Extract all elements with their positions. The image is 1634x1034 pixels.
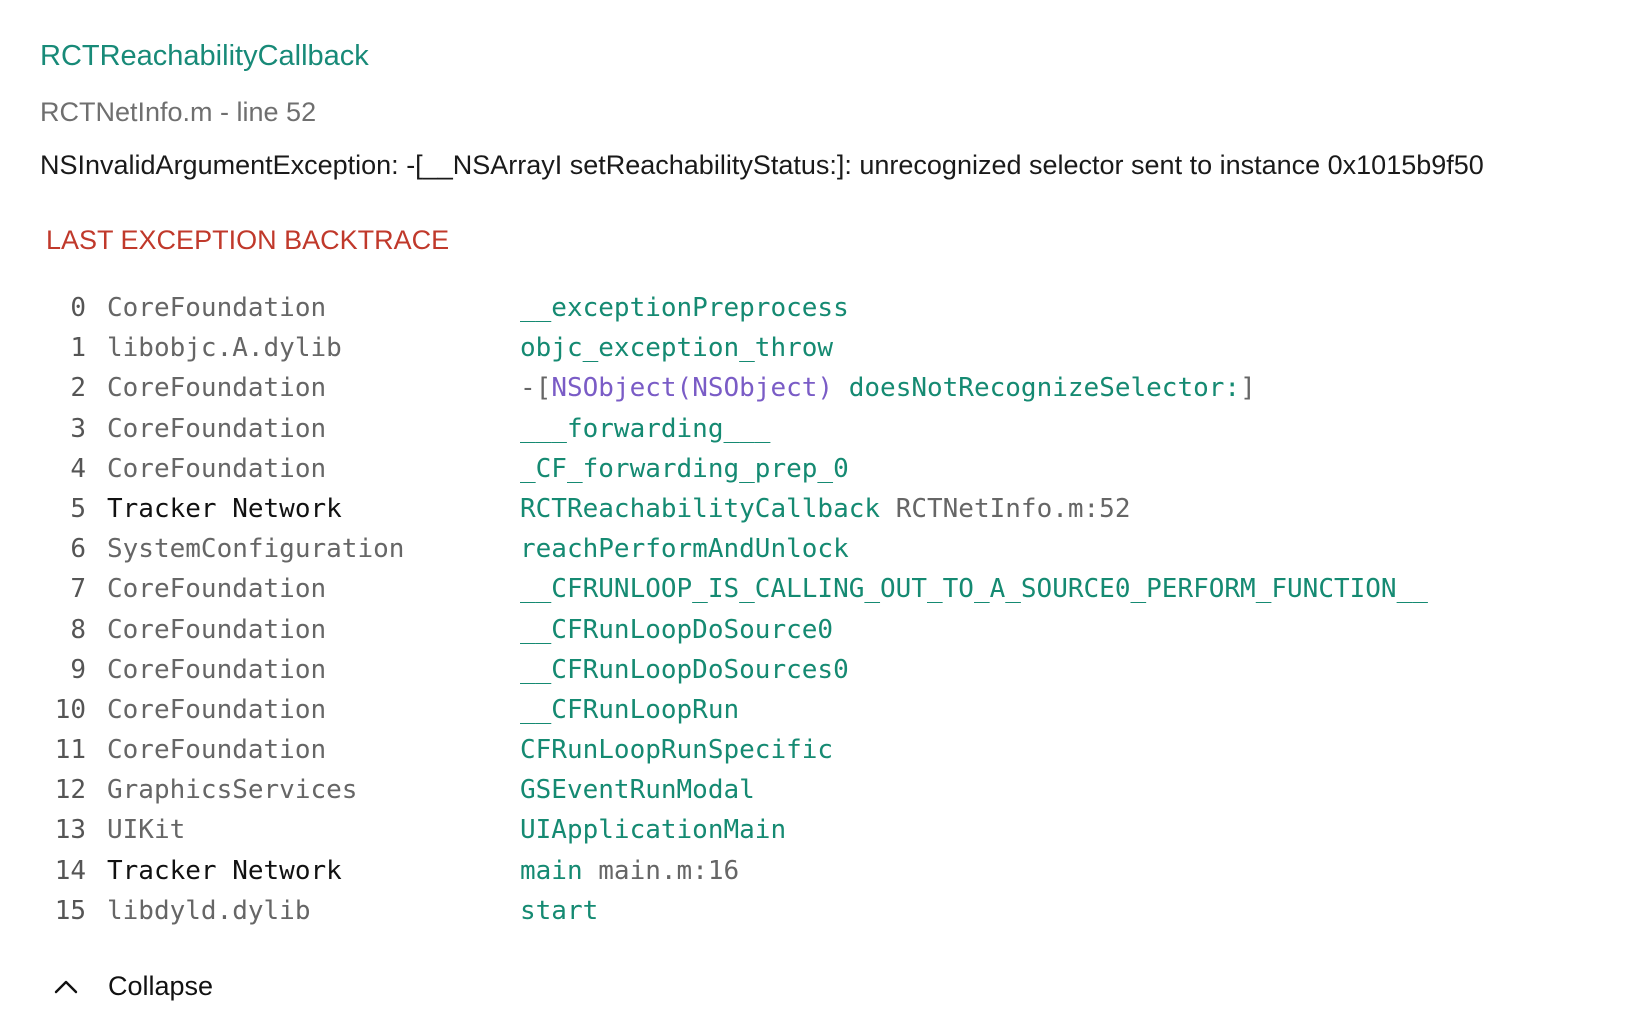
backtrace-heading: LAST EXCEPTION BACKTRACE [46, 225, 450, 255]
backtrace-frame: 7 CoreFoundation __CFRUNLOOP_IS_CALLING_OU… [0, 569, 1634, 609]
frame-index: 1 [70, 333, 86, 364]
frame-library: CoreFoundation [107, 453, 327, 484]
frame-index: 6 [70, 534, 86, 565]
chevron-up-icon [54, 980, 78, 994]
backtrace-frame: 13 UIKit UIApplicationMain [0, 810, 1634, 850]
symbol-source: main.m:16 [598, 855, 740, 886]
symbol-name: __exceptionPreprocess [520, 293, 849, 323]
collapse-button[interactable]: Collapse [52, 966, 213, 1006]
frame-symbol: __CFRunLoopRun [520, 690, 739, 730]
symbol-method: doesNotRecognizeSelector: [848, 373, 1241, 404]
symbol-name: start [520, 895, 599, 926]
frame-library: Tracker Network [107, 493, 342, 524]
backtrace-frame: 1 libobjc.A.dylib objc_exception_throw [0, 328, 1634, 368]
backtrace-frame: 2 CoreFoundation -[NSObject(NSObject) does… [0, 368, 1634, 408]
frame-library: CoreFoundation [107, 614, 327, 645]
crash-location: RCTNetInfo.m - line 52 [40, 97, 317, 127]
symbol-name: main [520, 855, 583, 886]
frame-index: 2 [70, 373, 86, 404]
frame-library: GraphicsServices [107, 775, 358, 806]
frame-symbol: __CFRunLoopDoSources0 [520, 650, 849, 690]
frame-index: 5 [70, 493, 86, 524]
backtrace-frame: 14 Tracker Network main main.m:16 [0, 851, 1634, 891]
symbol-class: NSObject(NSObject) [551, 373, 834, 404]
frame-symbol: CFRunLoopRunSpecific [520, 730, 833, 770]
symbol-name: objc_exception_throw [520, 333, 834, 364]
collapse-label: Collapse [108, 970, 214, 1001]
frame-index: 10 [54, 694, 86, 725]
symbol-name: reachPerformAndUnlock [520, 534, 849, 565]
backtrace-frame: 8 CoreFoundation __CFRunLoopDoSource0 [0, 610, 1634, 650]
backtrace-frame: 11 CoreFoundation CFRunLoopRunSpecific [0, 730, 1634, 770]
symbol-name: _CF_forwarding_prep_0 [520, 453, 849, 484]
backtrace-frame: 10 CoreFoundation __CFRunLoopRun [0, 690, 1634, 730]
frame-library: libdyld.dylib [107, 895, 311, 926]
frame-symbol: main main.m:16 [520, 851, 739, 891]
frame-library: CoreFoundation [107, 413, 327, 444]
frame-library: CoreFoundation [107, 735, 327, 766]
symbol-space [833, 373, 849, 403]
backtrace-frame: 12 GraphicsServices GSEventRunModal [0, 770, 1634, 810]
symbol-name: CFRunLoopRunSpecific [520, 735, 834, 766]
backtrace-frame: 15 libdyld.dylib start [0, 891, 1634, 931]
frame-index: 4 [70, 453, 86, 484]
frame-library: CoreFoundation [107, 373, 327, 404]
exception-message: NSInvalidArgumentException: -[__NSArrayI… [40, 150, 1484, 180]
symbol-name: RCTReachabilityCallback [520, 493, 881, 524]
crash-title: RCTReachabilityCallback [40, 40, 369, 72]
symbol-space [880, 494, 896, 524]
frame-index: 15 [54, 895, 86, 926]
frame-library: CoreFoundation [107, 654, 327, 685]
symbol-name: ___forwarding___ [520, 413, 771, 444]
frame-index: 3 [70, 413, 86, 444]
frame-symbol: RCTReachabilityCallback RCTNetInfo.m:52 [520, 489, 1131, 529]
frame-index: 14 [54, 855, 86, 886]
frame-index: 12 [54, 775, 86, 806]
frame-symbol: start [520, 891, 598, 931]
backtrace-frame: 5 Tracker Network RCTReachabilityCallback … [0, 489, 1634, 529]
frame-library: SystemConfiguration [107, 534, 405, 565]
backtrace-frame: 0 CoreFoundation __exceptionPreprocess [0, 288, 1634, 328]
frame-library: CoreFoundation [107, 574, 327, 605]
backtrace-frame: 9 CoreFoundation __CFRunLoopDoSources0 [0, 650, 1634, 690]
frame-symbol: ___forwarding___ [520, 409, 770, 449]
frame-library: CoreFoundation [107, 293, 327, 323]
symbol-name: GSEventRunModal [520, 775, 755, 806]
frame-index: 11 [54, 735, 86, 766]
frame-symbol: UIApplicationMain [520, 810, 786, 850]
frame-symbol: __CFRUNLOOP_IS_CALLING_OUT_TO_A_SOURCE0_… [520, 569, 1428, 609]
frame-symbol: __exceptionPreprocess [520, 288, 849, 328]
frame-symbol: GSEventRunModal [520, 770, 755, 810]
frame-symbol: objc_exception_throw [520, 328, 833, 368]
frame-symbol: reachPerformAndUnlock [520, 529, 849, 569]
symbol-name: __CFRunLoopDoSource0 [520, 614, 834, 645]
symbol-source: RCTNetInfo.m:52 [895, 493, 1131, 524]
frame-library: CoreFoundation [107, 694, 327, 725]
symbol-name: __CFRunLoopRun [520, 694, 740, 725]
frame-index: 0 [70, 293, 86, 323]
frame-index: 9 [70, 654, 86, 685]
symbol-suffix: ] [1240, 373, 1256, 404]
frame-library: UIKit [107, 815, 186, 846]
symbol-name: UIApplicationMain [520, 815, 787, 846]
frame-library: Tracker Network [107, 855, 342, 886]
frame-index: 13 [54, 815, 86, 846]
frame-symbol: _CF_forwarding_prep_0 [520, 449, 849, 489]
frame-index: 8 [70, 614, 86, 645]
frame-index: 7 [70, 574, 86, 605]
backtrace-frame: 3 CoreFoundation ___forwarding___ [0, 409, 1634, 449]
frame-symbol: -[NSObject(NSObject) doesNotRecognizeSel… [520, 368, 1256, 408]
frame-symbol: __CFRunLoopDoSource0 [520, 610, 833, 650]
frame-library: libobjc.A.dylib [107, 333, 342, 364]
symbol-name: __CFRunLoopDoSources0 [520, 654, 849, 685]
symbol-space [583, 856, 599, 886]
symbol-prefix: -[ [520, 373, 552, 404]
symbol-name: __CFRUNLOOP_IS_CALLING_OUT_TO_A_SOURCE0_… [520, 574, 1428, 605]
backtrace-frame: 4 CoreFoundation _CF_forwarding_prep_0 [0, 449, 1634, 489]
backtrace-frame: 6 SystemConfiguration reachPerformAndUnloc… [0, 529, 1634, 569]
